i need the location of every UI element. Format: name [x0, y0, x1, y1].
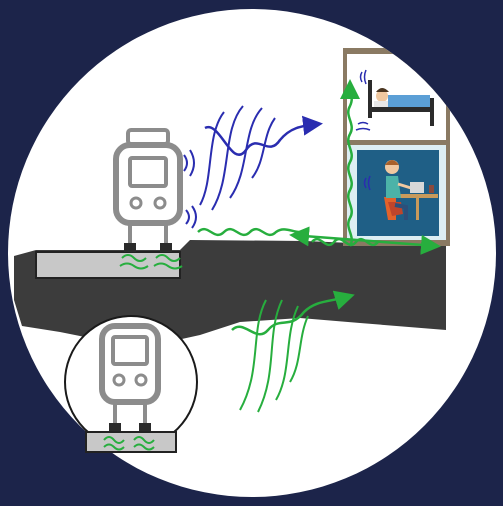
- inset-track-slab: [86, 432, 176, 452]
